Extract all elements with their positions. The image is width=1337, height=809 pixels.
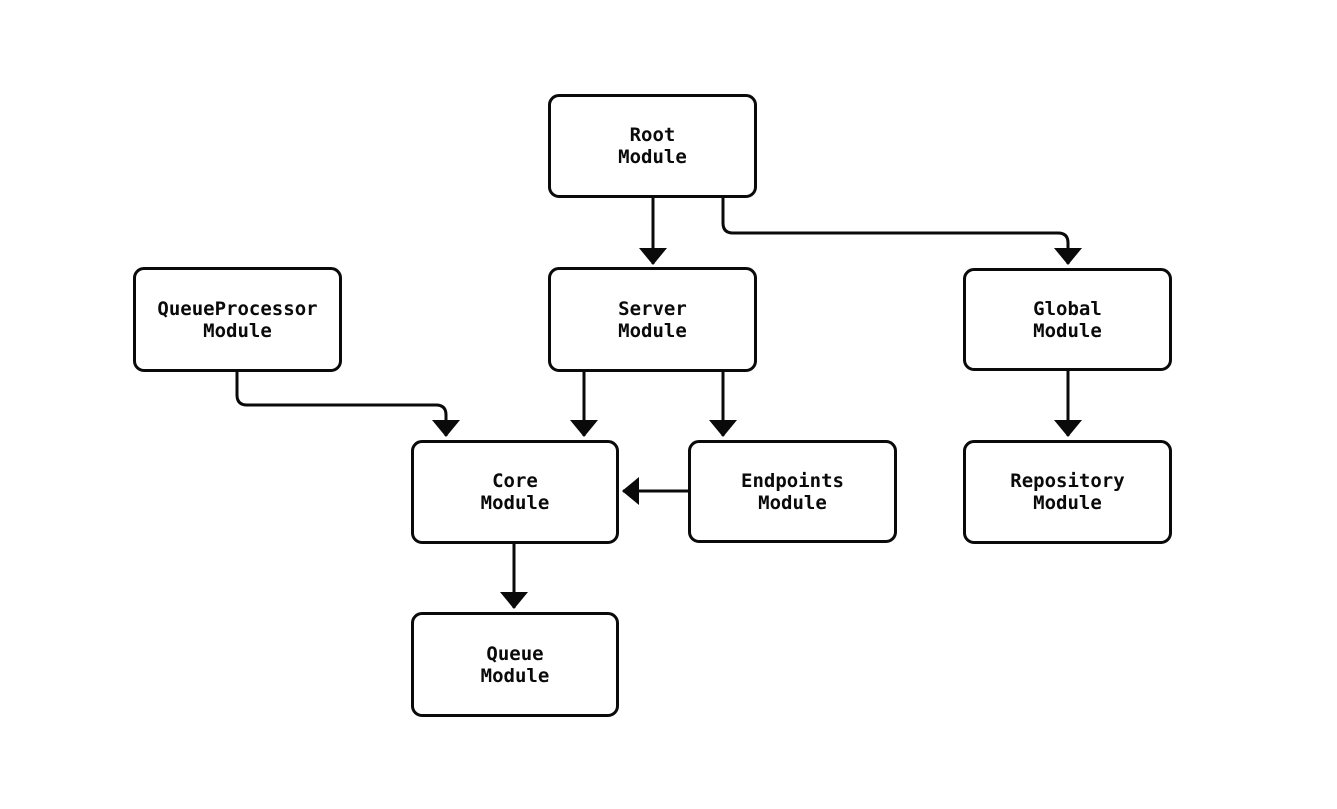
node-root-module-label: Root Module (618, 124, 687, 168)
edge-queueprocessor-to-core (235, 372, 460, 437)
node-queueprocessor-module-label: QueueProcessor Module (157, 297, 318, 342)
node-queueprocessor-module: QueueProcessor Module (133, 267, 342, 372)
node-endpoints-module-label: Endpoints Module (741, 469, 844, 514)
node-repository-module-label: Repository Module (1010, 470, 1125, 514)
node-server-module-label: Server Module (618, 297, 687, 342)
node-repository-module: Repository Module (963, 440, 1172, 544)
node-root-module: Root Module (548, 94, 757, 198)
edge-root-to-global (721, 198, 1082, 265)
node-core-module: Core Module (411, 440, 619, 544)
node-queue-module: Queue Module (411, 612, 619, 717)
node-endpoints-module: Endpoints Module (688, 440, 897, 543)
node-queue-module-label: Queue Module (480, 642, 550, 687)
node-server-module: Server Module (548, 267, 757, 372)
node-global-module: Global Module (963, 268, 1172, 371)
node-global-module-label: Global Module (1033, 297, 1102, 342)
node-core-module-label: Core Module (480, 470, 550, 514)
